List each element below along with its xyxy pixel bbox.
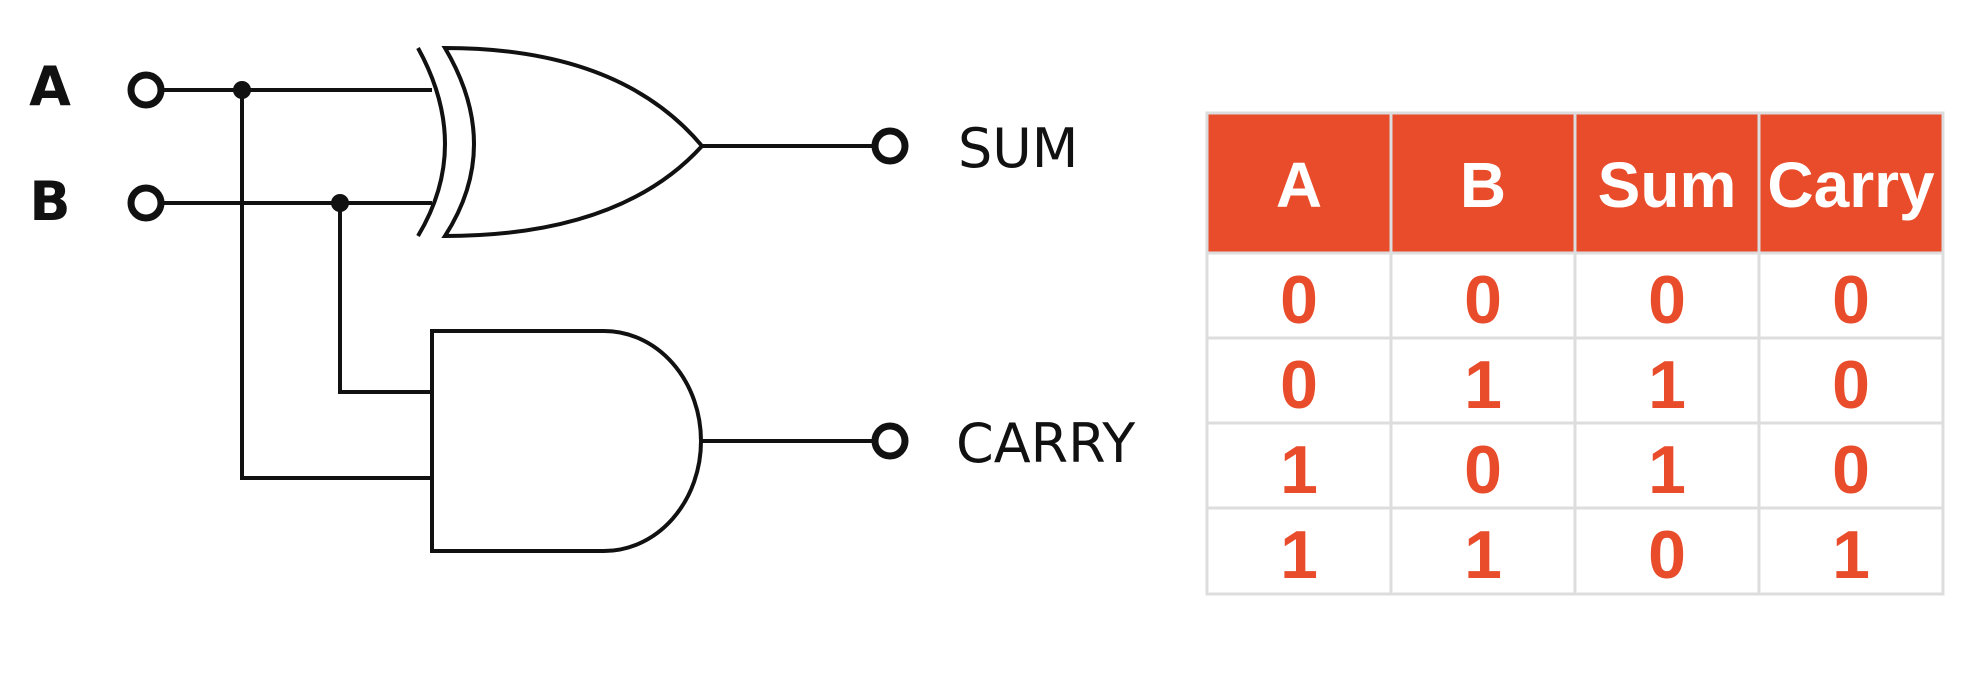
table-cell: 1	[1648, 347, 1686, 423]
table-cell: 1	[1464, 347, 1502, 423]
output-terminal-sum	[871, 127, 909, 165]
table-cell: 0	[1464, 432, 1502, 508]
table-cell: 0	[1464, 262, 1502, 338]
table-cell: 1	[1280, 432, 1318, 508]
junction-dot-a	[233, 81, 251, 99]
table-row-4: 1 1 0 1	[1280, 517, 1870, 593]
header-cell-carry: Carry	[1767, 149, 1935, 221]
table-cell: 0	[1832, 262, 1870, 338]
table-cell: 0	[1280, 262, 1318, 338]
header-cell-b: B	[1460, 149, 1506, 221]
input-label-a: A	[29, 55, 71, 118]
truth-table: A B Sum Carry 0 0 0 0 0 1 1 0 1 0 1 0 1 …	[1205, 111, 1945, 596]
input-label-b: B	[29, 170, 70, 233]
table-cell: 0	[1648, 262, 1686, 338]
output-terminal-carry	[871, 422, 909, 460]
table-row-2: 0 1 1 0	[1280, 347, 1870, 423]
table-cell: 1	[1648, 432, 1686, 508]
table-cell: 0	[1832, 347, 1870, 423]
xor-gate-body	[441, 45, 705, 239]
table-cell: 0	[1832, 432, 1870, 508]
output-label-carry: CARRY	[956, 412, 1136, 475]
table-cell: 1	[1280, 517, 1318, 593]
wire-a-to-and	[240, 90, 432, 480]
header-cell-a: A	[1276, 149, 1322, 221]
input-terminal-b	[127, 184, 165, 222]
junction-dot-b	[331, 194, 349, 212]
table-cell: 1	[1464, 517, 1502, 593]
truth-table-grid	[1205, 111, 1945, 596]
table-cell: 0	[1648, 517, 1686, 593]
table-row-3: 1 0 1 0	[1280, 432, 1870, 508]
circuit-diagram: A B SUM CARRY	[29, 45, 1136, 553]
header-cell-sum: Sum	[1598, 149, 1737, 221]
wire-b-to-and	[338, 203, 432, 394]
and-gate-body	[430, 329, 703, 553]
input-terminal-a	[127, 71, 165, 109]
output-label-sum: SUM	[958, 117, 1078, 180]
table-cell: 1	[1832, 517, 1870, 593]
table-row-1: 0 0 0 0	[1280, 262, 1870, 338]
xor-gate-input-arc	[416, 47, 447, 238]
table-cell: 0	[1280, 347, 1318, 423]
